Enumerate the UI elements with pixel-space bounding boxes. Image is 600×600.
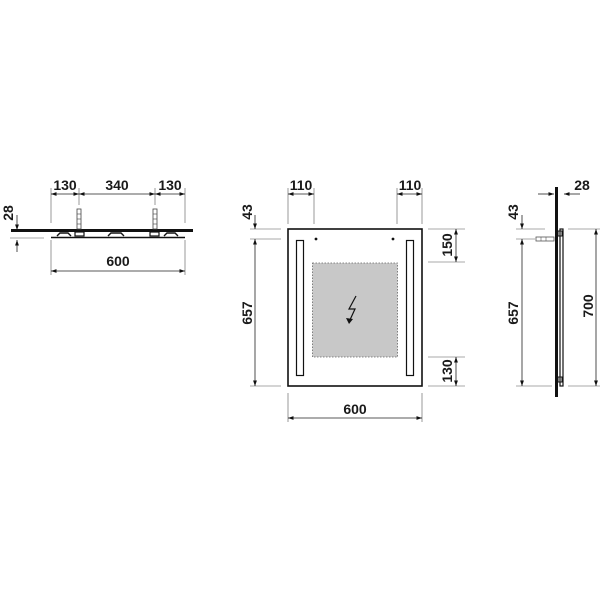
dim-light-bottom: 130: [439, 359, 455, 383]
mirror-glass-side: [555, 187, 558, 397]
mirror-plate-top-view: [11, 229, 193, 232]
dim-overall-height: 700: [580, 294, 596, 318]
dim-fixing-to-bottom-front: 657: [239, 301, 255, 325]
wall-plug-icon: [76, 208, 82, 230]
bracket: [56, 232, 72, 237]
led-strip-right: [405, 239, 415, 377]
bracket: [163, 232, 179, 237]
front-view: 110 110 600 43 657 150 130: [239, 177, 465, 422]
wall-plug-icon: [535, 236, 555, 242]
top-view: 130 340 130 600 28: [0, 177, 193, 275]
dim-thickness: 28: [0, 205, 16, 221]
mirror-frame-side: [559, 228, 564, 387]
dim-overall-width-top: 600: [106, 253, 130, 269]
dim-top-offset-front: 43: [239, 204, 255, 220]
wall-plug-icon: [152, 208, 158, 230]
dim-depth: 28: [574, 177, 590, 193]
fixing-point-left: [314, 237, 318, 241]
dim-left-fixing: 110: [290, 177, 313, 193]
fixing-block: [149, 231, 160, 237]
bracket-bottom: [557, 376, 563, 383]
dim-fixing-spacing: 340: [105, 177, 129, 193]
dim-overall-width-front: 600: [343, 401, 367, 417]
led-strip-left: [295, 239, 305, 377]
dim-right-offset: 130: [158, 177, 182, 193]
fixing-point-right: [391, 237, 395, 241]
side-view: 28 43 657 700: [505, 177, 600, 397]
dim-right-fixing: 110: [399, 177, 422, 193]
lightning-bolt-icon: [346, 295, 357, 324]
bracket-top: [557, 230, 563, 237]
bracket: [107, 232, 125, 237]
dim-fixing-to-bottom-side: 657: [505, 301, 521, 325]
dim-light-top: 150: [439, 233, 455, 257]
dim-left-offset: 130: [53, 177, 77, 193]
fixing-block: [74, 231, 85, 237]
dim-top-offset-side: 43: [505, 204, 521, 220]
